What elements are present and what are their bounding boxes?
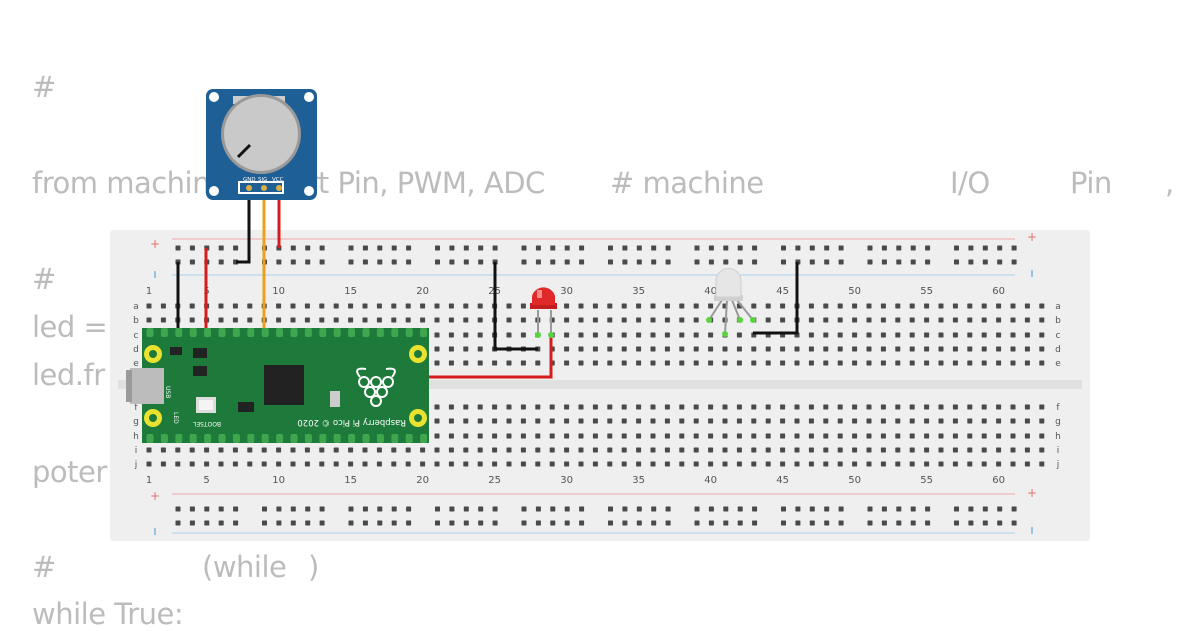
pico-board-label: Raspberry Pi Pico © 2020	[297, 417, 406, 427]
column-number-bottom: 40	[704, 475, 717, 486]
column-number-bottom: 20	[416, 475, 429, 486]
code-line: Pin	[1070, 166, 1112, 200]
code-line: I/O	[950, 166, 990, 200]
row-letter-left: b	[133, 316, 139, 326]
column-number-top: 1	[146, 286, 152, 297]
rail-minus-sign	[154, 271, 156, 278]
row-letter-left: j	[134, 460, 138, 470]
row-letter-right: d	[1055, 345, 1061, 355]
code-line: led.fr	[32, 358, 105, 392]
row-letter-right: j	[1056, 460, 1060, 470]
rail-plus-sign: +	[150, 489, 160, 503]
pico-pin-headers	[146, 328, 428, 443]
row-letter-left: c	[134, 331, 139, 341]
wire-black-pot-gnd[interactable]	[236, 190, 251, 264]
pico-usb-label: USB	[164, 386, 171, 398]
row-letter-right: b	[1055, 316, 1061, 326]
breadboard-center-channel	[118, 380, 1082, 389]
red-led[interactable]	[530, 287, 557, 338]
row-letter-left: f	[134, 403, 138, 413]
column-number-top: 50	[848, 286, 861, 297]
column-number-bottom: 1	[146, 475, 152, 486]
code-line: #	[32, 550, 56, 584]
code-line: led =	[32, 310, 108, 344]
column-number-bottom: 10	[272, 475, 285, 486]
wire-black-rgb-gnd[interactable]	[753, 262, 799, 335]
column-number-bottom: 15	[344, 475, 357, 486]
column-number-top: 60	[992, 286, 1005, 297]
code-line: (while	[202, 550, 287, 584]
column-number-top: 55	[920, 286, 933, 297]
potentiometer-knob-indicator	[236, 143, 252, 159]
column-number-bottom: 25	[488, 475, 501, 486]
pot-pin-gnd-label: GND	[243, 177, 256, 183]
rail-holes-row-1	[175, 245, 1017, 251]
row-letter-right: g	[1055, 417, 1061, 427]
rail-plus-sign: +	[1027, 486, 1037, 500]
column-number-bottom: 45	[776, 475, 789, 486]
rail-holes-row-4	[175, 520, 1017, 526]
code-line: # machine	[610, 166, 764, 200]
column-number-bottom: 60	[992, 475, 1005, 486]
column-number-top: 30	[560, 286, 573, 297]
row-letter-left: h	[133, 432, 139, 442]
column-number-top: 40	[704, 286, 717, 297]
row-letter-right: f	[1056, 403, 1060, 413]
row-letter-right: a	[1055, 302, 1061, 312]
row-letter-left: e	[133, 359, 139, 369]
row-letter-right: c	[1056, 331, 1061, 341]
raspberry-logo-icon	[356, 367, 396, 407]
row-letter-left: d	[133, 345, 139, 355]
code-line: poter	[32, 455, 107, 489]
rail-minus-sign	[1031, 270, 1033, 277]
rail-plus-sign: +	[150, 237, 160, 251]
column-number-bottom: 30	[560, 475, 573, 486]
rail-plus-sign: +	[1027, 230, 1037, 244]
row-letter-left: a	[133, 302, 139, 312]
column-number-top: 15	[344, 286, 357, 297]
row-letter-left: i	[135, 446, 138, 456]
pot-pin-sig-label: SIG	[258, 177, 267, 183]
column-number-bottom: 35	[632, 475, 645, 486]
pot-pin-vcc-label: VCC	[272, 177, 284, 183]
column-number-bottom: 5	[203, 475, 209, 486]
column-number-top: 20	[416, 286, 429, 297]
row-letter-right: h	[1055, 432, 1061, 442]
column-number-top: 45	[776, 286, 789, 297]
row-letter-right: i	[1057, 446, 1060, 456]
wire-black-led-gnd[interactable]	[493, 262, 538, 351]
rail-minus-sign	[154, 528, 156, 535]
code-line: #	[32, 70, 56, 104]
row-letter-right: e	[1055, 359, 1061, 369]
rail-holes-row-2	[175, 259, 1017, 265]
code-line: ,	[1165, 166, 1174, 200]
code-line: )	[308, 550, 319, 584]
pico-bootsel-label: BOOTSEL	[192, 420, 221, 427]
code-line: #	[32, 262, 56, 296]
rail-holes-row-3	[175, 506, 1017, 512]
column-number-bottom: 55	[920, 475, 933, 486]
pico-led-label: LED	[172, 412, 179, 424]
column-number-top: 10	[272, 286, 285, 297]
column-number-top: 35	[632, 286, 645, 297]
code-line: while True:	[32, 597, 184, 631]
rgb-led[interactable]	[706, 268, 756, 338]
rail-minus-sign	[1031, 527, 1033, 534]
column-number-bottom: 50	[848, 475, 861, 486]
row-letter-left: g	[133, 417, 139, 427]
